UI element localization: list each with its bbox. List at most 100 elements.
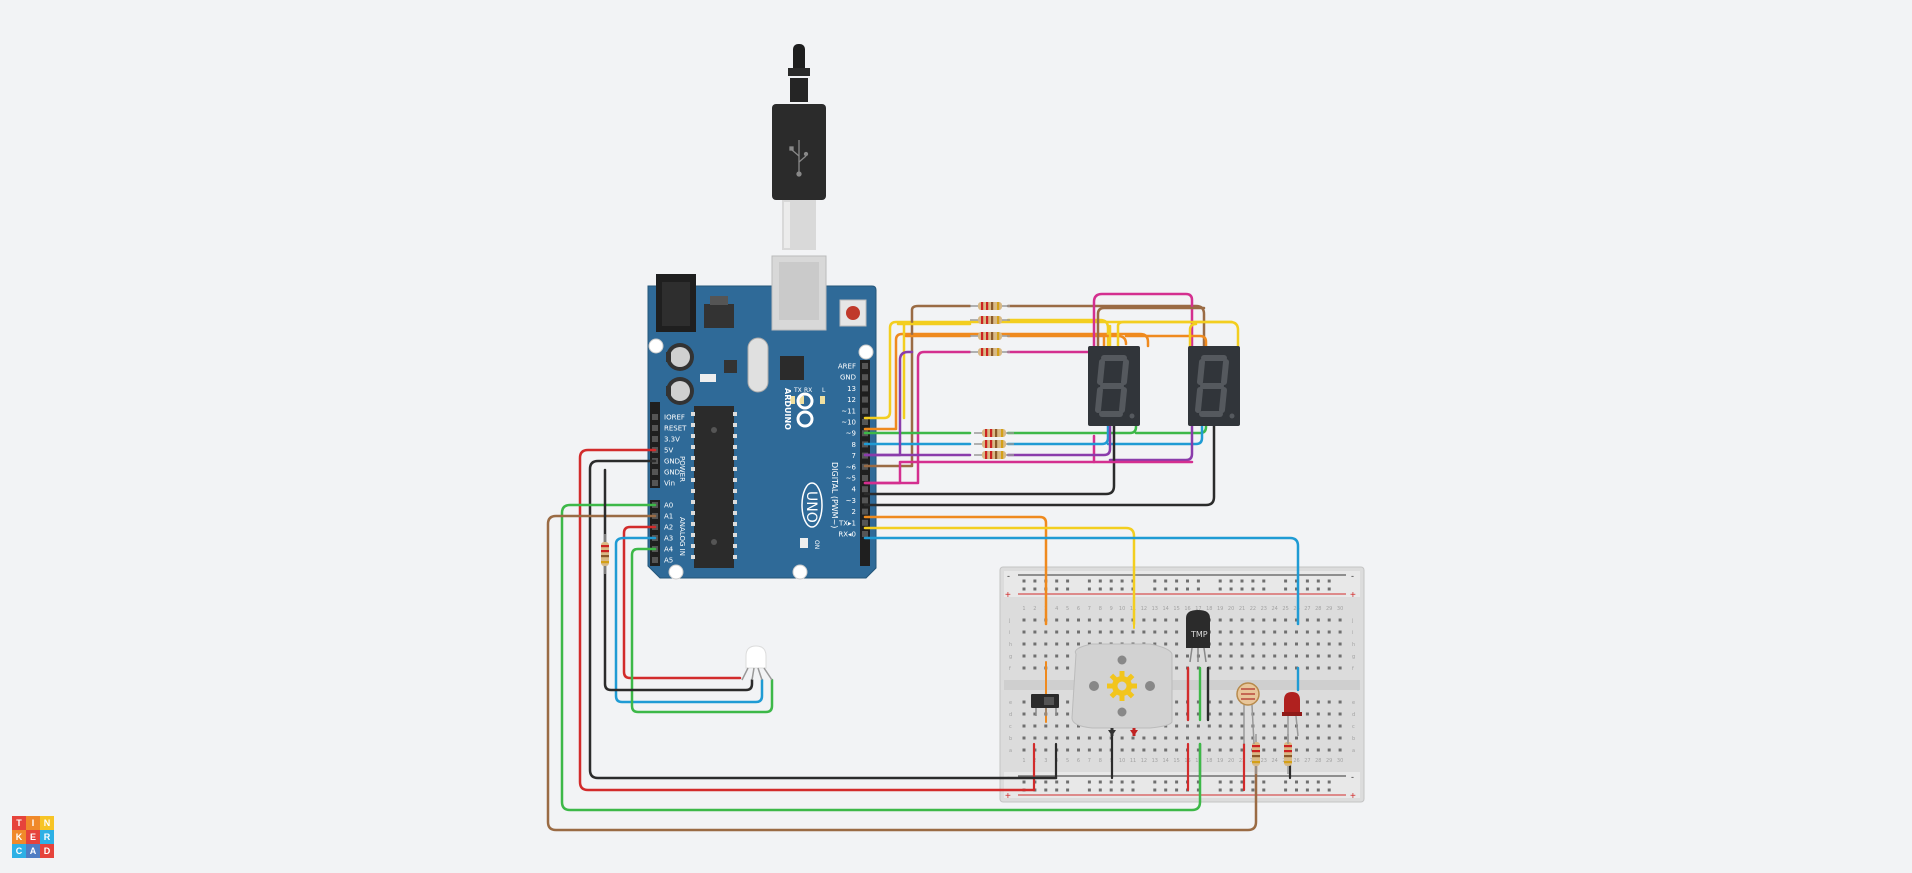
dc-motor[interactable] — [1071, 643, 1173, 736]
header-pin[interactable] — [862, 519, 868, 526]
wire-pin7[interactable] — [863, 422, 1116, 496]
header-pin[interactable] — [862, 486, 868, 493]
header-pin[interactable] — [862, 374, 868, 381]
pin-label: IOREF — [664, 414, 685, 422]
header-pin[interactable] — [862, 475, 868, 481]
header-pin[interactable] — [652, 480, 658, 486]
column-label: 28 — [1315, 758, 1321, 764]
pin-label: 7 — [852, 452, 856, 460]
wire-gnd[interactable] — [588, 459, 1058, 780]
resistor[interactable] — [970, 332, 1010, 340]
header-pin[interactable] — [652, 414, 658, 420]
resistor[interactable] — [970, 348, 1010, 356]
column-label: 21 — [1239, 758, 1245, 764]
pin-label: 13 — [847, 385, 856, 393]
column-label: 10 — [1119, 606, 1125, 612]
wire-pin3[interactable] — [863, 526, 1136, 626]
wire-a3[interactable] — [614, 536, 764, 704]
header-pin[interactable] — [862, 396, 868, 403]
slide-switch[interactable] — [1031, 694, 1059, 716]
wire-5v[interactable] — [578, 448, 1036, 792]
pin-label: RESET — [664, 425, 687, 433]
wire-yellow-right[interactable] — [1116, 320, 1234, 348]
header-pin[interactable] — [862, 363, 868, 369]
arduino-uno[interactable]: TX RX L ARDUINO UNO DIGITAL (PWM~) POWER — [647, 44, 877, 580]
reset-button-cap[interactable] — [846, 306, 860, 320]
header-pin[interactable] — [652, 436, 658, 442]
column-label: 9 — [1110, 606, 1113, 612]
temperature-sensor[interactable]: TMP — [1186, 610, 1210, 663]
wire-magenta-top[interactable] — [863, 350, 972, 485]
resistor[interactable] — [974, 429, 1014, 437]
wire-gnd-rgb[interactable] — [603, 468, 754, 692]
mounting-hole — [648, 338, 664, 354]
resistor[interactable] — [1252, 734, 1260, 774]
column-label: 24 — [1272, 758, 1278, 764]
rail-plus-label-right: + — [1350, 590, 1356, 601]
header-pin[interactable] — [862, 508, 868, 515]
wire-a0[interactable] — [560, 503, 1202, 812]
photoresistor[interactable] — [1236, 682, 1260, 745]
wire-a2[interactable] — [622, 525, 742, 680]
row-label: j — [1351, 618, 1353, 624]
header-pin[interactable] — [862, 385, 868, 392]
resistor[interactable] — [974, 440, 1014, 448]
header-pin[interactable] — [862, 497, 868, 504]
column-label: 20 — [1228, 606, 1234, 612]
usb-cable[interactable] — [772, 44, 826, 250]
pin-label: A2 — [664, 524, 673, 532]
tx-label: TX — [793, 387, 802, 394]
column-label: 19 — [1217, 758, 1223, 764]
wire-pin2[interactable] — [863, 536, 1300, 626]
resistor[interactable] — [970, 316, 1010, 324]
resistor[interactable] — [1284, 734, 1292, 774]
column-label: 7 — [1088, 606, 1091, 612]
column-label: 27 — [1304, 606, 1310, 612]
row-label: c — [1009, 724, 1012, 730]
wire-pin6[interactable] — [863, 422, 1216, 507]
seven-segment-display-1[interactable] — [1088, 346, 1140, 426]
seven-segment-display-2[interactable] — [1188, 346, 1240, 426]
column-label: 25 — [1282, 606, 1288, 612]
wires — [546, 292, 1300, 832]
header-pin[interactable] — [862, 419, 868, 425]
column-label: 26 — [1293, 606, 1299, 612]
wire-magenta-2[interactable] — [863, 460, 1194, 485]
resistor[interactable] — [970, 302, 1010, 310]
resistor[interactable] — [974, 451, 1014, 459]
pin-label: TX▸1 — [838, 519, 856, 527]
resistor[interactable] — [601, 534, 609, 574]
pin-label: ~9 — [846, 430, 856, 438]
header-pin[interactable] — [862, 407, 868, 414]
column-label: 19 — [1217, 606, 1223, 612]
column-label: 18 — [1206, 606, 1212, 612]
header-pin[interactable] — [652, 425, 658, 431]
pin-label: 5V — [664, 447, 673, 455]
header-pin[interactable] — [862, 531, 868, 537]
row-label: c — [1352, 724, 1355, 730]
wire-pin9-left[interactable] — [863, 350, 914, 457]
column-label: 1 — [1022, 758, 1025, 764]
row-label: g — [1352, 654, 1355, 660]
row-label: f — [1009, 666, 1011, 672]
column-label: 13 — [1152, 606, 1158, 612]
column-label: 10 — [1119, 758, 1125, 764]
wire-pin12[interactable] — [863, 332, 1150, 431]
logo-letter: K — [12, 830, 26, 844]
rgb-led[interactable] — [741, 645, 773, 681]
rail-plus-label-bottom: + — [1005, 791, 1011, 802]
wire-pin8[interactable] — [863, 304, 972, 468]
pin-label: ~3 — [846, 497, 856, 505]
wire-pin13[interactable] — [863, 320, 1240, 420]
row-label: e — [1009, 700, 1012, 706]
wire-pin4[interactable] — [863, 515, 1048, 626]
wire-a1-brown[interactable] — [546, 514, 1258, 832]
red-led[interactable] — [1282, 692, 1302, 744]
header-pin[interactable] — [652, 557, 658, 563]
header-pin[interactable] — [652, 469, 658, 475]
wire-a4[interactable] — [630, 547, 774, 714]
usb-chip — [780, 356, 804, 380]
